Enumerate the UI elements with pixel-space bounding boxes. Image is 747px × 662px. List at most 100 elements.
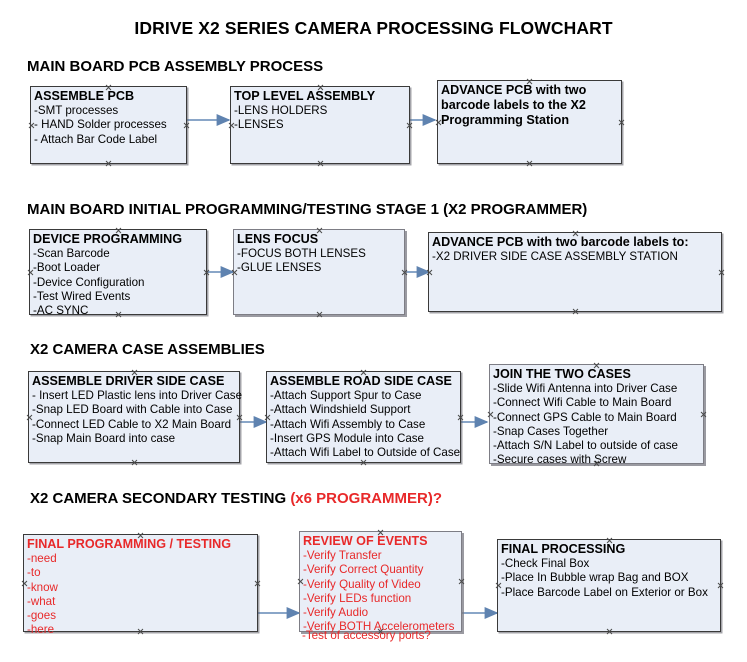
connection-handle-bottom[interactable] bbox=[360, 459, 367, 466]
connection-handle-right[interactable] bbox=[618, 119, 625, 126]
node-line: -here bbox=[27, 623, 55, 637]
connection-handle-top[interactable] bbox=[317, 84, 324, 91]
node-line: -Check Final Box bbox=[501, 557, 590, 570]
node-line: -Verify LEDs function bbox=[303, 591, 412, 605]
connection-handle-top[interactable] bbox=[137, 532, 144, 539]
node-line: -Snap Main Board into case bbox=[32, 431, 176, 445]
connection-handle-left[interactable] bbox=[487, 411, 494, 418]
node-line: -Snap LED Board with Cable into Case bbox=[32, 403, 233, 417]
node-title: TOP LEVEL ASSEMBLY bbox=[234, 89, 376, 103]
node-line: -Verify Transfer bbox=[303, 549, 382, 562]
connection-handle-right[interactable] bbox=[457, 414, 464, 421]
node-device-programming[interactable]: DEVICE PROGRAMMING -Scan Barcode -Boot L… bbox=[27, 227, 210, 318]
connection-handle-left[interactable] bbox=[426, 269, 433, 276]
connection-handle-top[interactable] bbox=[593, 362, 600, 369]
node-line: -know bbox=[27, 580, 58, 594]
node-line: - Insert LED Plastic lens into Driver Ca… bbox=[32, 389, 243, 402]
connection-handle-left[interactable] bbox=[264, 414, 271, 421]
connection-handle-bottom[interactable] bbox=[317, 160, 324, 167]
node-line: - Attach Bar Code Label bbox=[34, 132, 158, 146]
connection-handle-left[interactable] bbox=[26, 414, 33, 421]
connection-handle-top[interactable] bbox=[606, 537, 613, 544]
connection-handle-top[interactable] bbox=[526, 78, 533, 85]
connection-handle-top[interactable] bbox=[360, 369, 367, 376]
connection-handle-bottom[interactable] bbox=[105, 160, 112, 167]
page-title: IDRIVE X2 SERIES CAMERA PROCESSING FLOWC… bbox=[134, 18, 613, 38]
node-join-the-two-cases[interactable]: JOIN THE TWO CASES -Slide Wifi Antenna i… bbox=[487, 362, 707, 467]
node-advance-pcb-to-x2-programming-station[interactable]: ADVANCE PCB with two barcode labels to t… bbox=[437, 80, 622, 164]
connection-handle-right[interactable] bbox=[401, 269, 408, 276]
node-line: -what bbox=[27, 594, 56, 608]
connection-handle-top[interactable] bbox=[131, 369, 138, 376]
connection-handle-right[interactable] bbox=[254, 580, 261, 587]
section-heading-text: X2 CAMERA SECONDARY TESTING bbox=[30, 490, 291, 507]
node-line: -Attach Windshield Support bbox=[270, 403, 411, 417]
connection-handle-left[interactable] bbox=[495, 582, 502, 589]
section-heading-main-board-pcb-assembly: MAIN BOARD PCB ASSEMBLY PROCESS bbox=[27, 58, 324, 75]
connection-handle-top[interactable] bbox=[115, 227, 122, 234]
connection-handle-bottom[interactable] bbox=[593, 460, 600, 467]
connection-handle-right[interactable] bbox=[717, 582, 724, 589]
node-line: -LENS HOLDERS bbox=[234, 104, 328, 117]
node-line: -Connect GPS Cable to Main Board bbox=[493, 410, 677, 424]
connection-handle-bottom[interactable] bbox=[316, 311, 323, 318]
section-heading-main-board-initial-programming: MAIN BOARD INITIAL PROGRAMMING/TESTING S… bbox=[27, 201, 588, 218]
connection-handle-left[interactable] bbox=[21, 580, 28, 587]
connection-handle-right[interactable] bbox=[458, 578, 465, 585]
section-heading-accent: (x6 PROGRAMMER)? bbox=[290, 490, 442, 507]
node-line: -goes bbox=[27, 609, 57, 623]
connection-handle-left[interactable] bbox=[228, 122, 235, 129]
node-advance-pcb-to-driver-side-case-station[interactable]: ADVANCE PCB with two barcode labels to: … bbox=[428, 232, 722, 312]
node-line: -AC SYNC bbox=[33, 304, 89, 318]
connection-handle-bottom[interactable] bbox=[572, 308, 579, 315]
node-line: -Attach S/N Label to outside of case bbox=[493, 439, 678, 453]
node-assemble-road-side-case[interactable]: ASSEMBLE ROAD SIDE CASE -Attach Support … bbox=[266, 371, 461, 463]
connection-handle-bottom[interactable] bbox=[115, 311, 122, 318]
node-line: -Place In Bubble wrap Bag and BOX bbox=[501, 571, 689, 585]
node-title: ADVANCE PCB with two barcode labels to t… bbox=[441, 83, 587, 127]
node-review-of-events[interactable]: REVIEW OF EVENTS -Verify Transfer -Verif… bbox=[297, 529, 465, 633]
node-top-level-assembly[interactable]: TOP LEVEL ASSEMBLY -LENS HOLDERS -LENSES bbox=[230, 86, 410, 164]
connection-handle-bottom[interactable] bbox=[606, 628, 613, 635]
section-heading-x2-camera-case-assemblies: X2 CAMERA CASE ASSEMBLIES bbox=[30, 341, 265, 358]
connection-handle-right[interactable] bbox=[236, 414, 243, 421]
node-final-programming-testing[interactable]: FINAL PROGRAMMING / TESTING -need -to -k… bbox=[21, 532, 261, 636]
connection-handle-top[interactable] bbox=[572, 230, 579, 237]
connection-handle-left[interactable] bbox=[435, 119, 442, 126]
node-title: FINAL PROGRAMMING / TESTING bbox=[27, 537, 232, 551]
connection-handle-left[interactable] bbox=[231, 269, 238, 276]
node-line: -Verify Audio bbox=[303, 606, 369, 620]
connection-handle-left[interactable] bbox=[297, 578, 304, 585]
connection-handle-left[interactable] bbox=[27, 269, 34, 276]
connection-handle-bottom[interactable] bbox=[137, 628, 144, 635]
node-line: -Connect LED Cable to X2 Main Board bbox=[32, 417, 232, 431]
connection-handle-top[interactable] bbox=[316, 227, 323, 234]
node-line: -Slide Wifi Antenna into Driver Case bbox=[493, 382, 678, 395]
connection-handle-bottom[interactable] bbox=[526, 160, 533, 167]
node-line: -to bbox=[27, 566, 41, 580]
connection-handle-bottom[interactable] bbox=[131, 459, 138, 466]
connection-handle-right[interactable] bbox=[718, 269, 725, 276]
node-line: -Test Wired Events bbox=[33, 289, 131, 303]
node-line: -Scan Barcode bbox=[33, 247, 110, 260]
node-title: ADVANCE PCB with two barcode labels to: bbox=[432, 235, 689, 249]
connection-handle-right[interactable] bbox=[700, 411, 707, 418]
node-lens-focus[interactable]: LENS FOCUS -FOCUS BOTH LENSES -GLUE LENS… bbox=[233, 229, 405, 315]
connection-handle-top[interactable] bbox=[105, 84, 112, 91]
connection-handle-left[interactable] bbox=[28, 122, 35, 129]
node-line: -Snap Cases Together bbox=[493, 424, 609, 438]
node-line: -Attach Wifi Assembly to Case bbox=[270, 417, 426, 431]
node-title: ASSEMBLE DRIVER SIDE CASE bbox=[32, 374, 225, 388]
connection-handle-right[interactable] bbox=[183, 122, 190, 129]
section-heading-x2-camera-secondary-testing: X2 CAMERA SECONDARY TESTING (x6 PROGRAMM… bbox=[30, 490, 442, 507]
node-line: -X2 DRIVER SIDE CASE ASSEMBLY STATION bbox=[432, 250, 678, 263]
connection-handle-right[interactable] bbox=[203, 269, 210, 276]
connection-handle-top[interactable] bbox=[377, 529, 384, 536]
node-assemble-pcb[interactable]: ASSEMBLE PCB -SMT processes - HAND Solde… bbox=[30, 86, 187, 164]
node-line: -GLUE LENSES bbox=[237, 261, 322, 275]
node-final-processing[interactable]: FINAL PROCESSING -Check Final Box -Place… bbox=[497, 539, 721, 632]
node-assemble-driver-side-case[interactable]: ASSEMBLE DRIVER SIDE CASE - Insert LED P… bbox=[26, 369, 243, 466]
node-line: -SMT processes bbox=[34, 104, 119, 117]
connection-handle-right[interactable] bbox=[406, 122, 413, 129]
